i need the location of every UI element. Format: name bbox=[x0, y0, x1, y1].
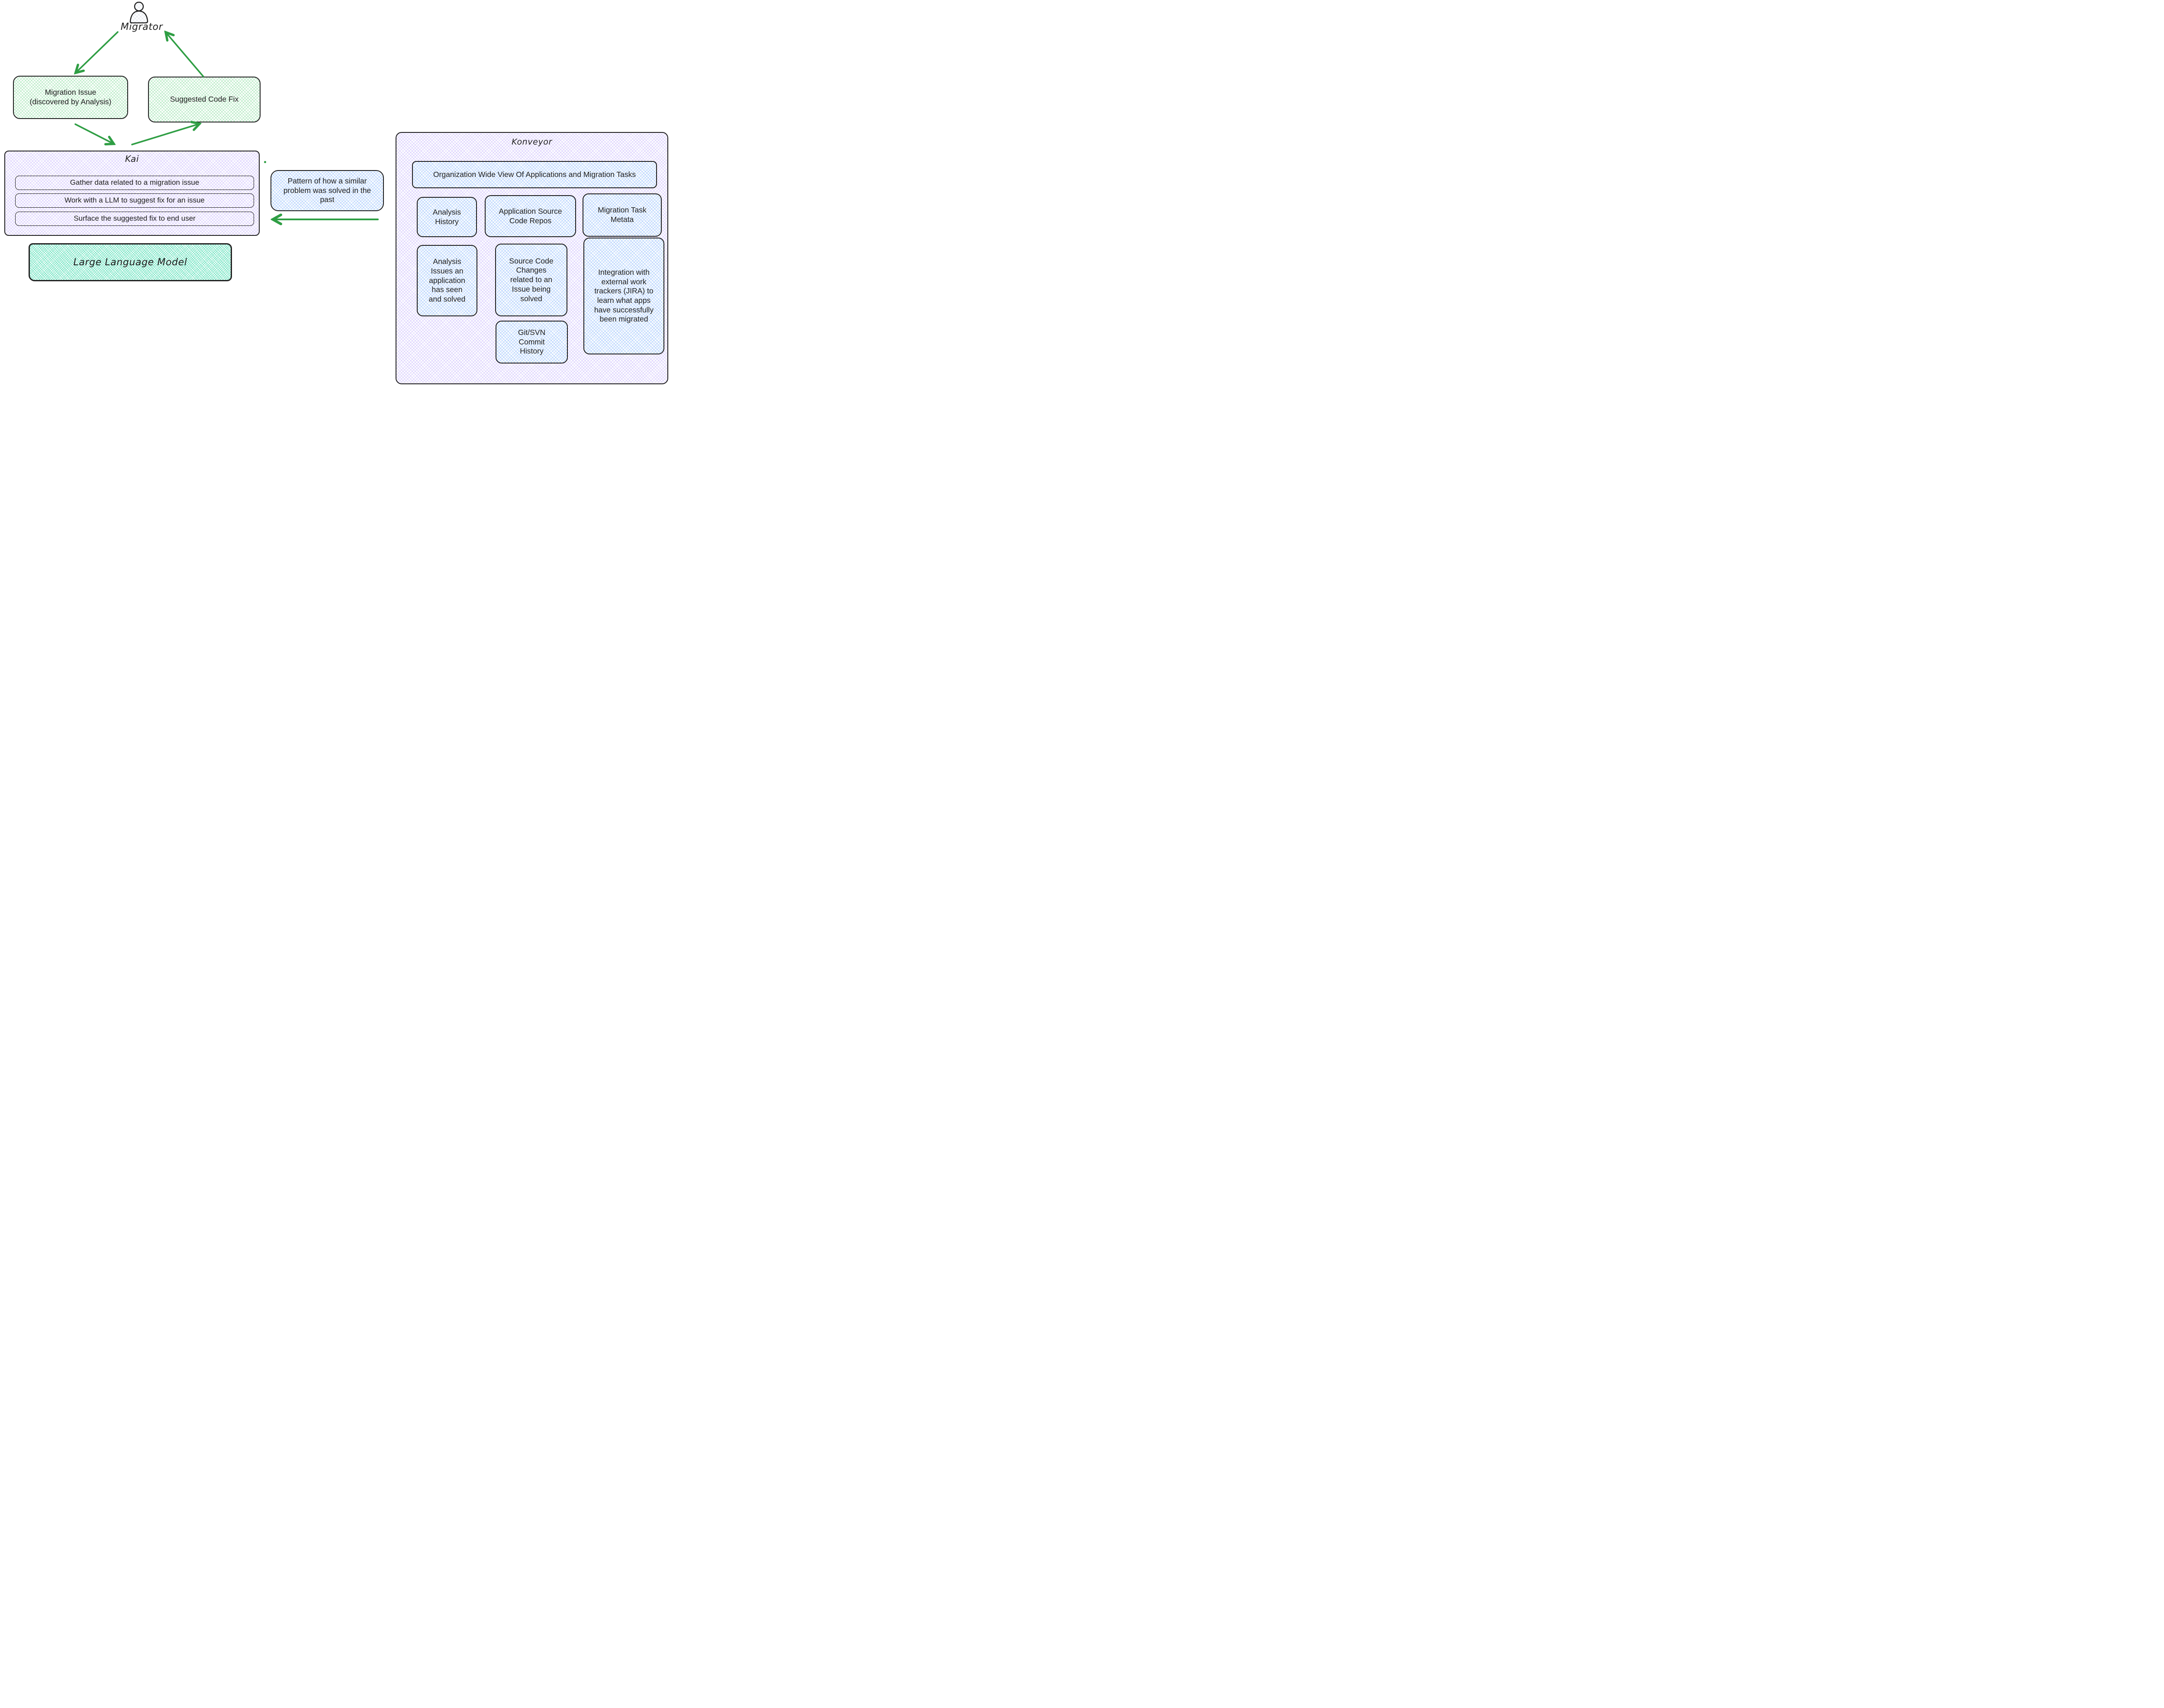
kai-container: Kai Gather data related to a migration i… bbox=[4, 151, 260, 236]
arrow-suggested-fix-to-migrator bbox=[167, 33, 204, 77]
migration-issue-label: Migration Issue (discovered by Analysis) bbox=[29, 88, 112, 106]
analysis-issues-label: Analysis Issues an application has seen … bbox=[428, 257, 466, 304]
app-source-code-repos-label: Application Source Code Repos bbox=[499, 206, 562, 225]
arrow-kai-to-suggested-fix bbox=[131, 124, 198, 145]
kai-item-gather-data: Gather data related to a migration issue bbox=[15, 176, 254, 190]
person-head bbox=[134, 2, 144, 12]
arrow-migrator-to-migration-issue bbox=[77, 31, 119, 72]
kai-item-label: Gather data related to a migration issue bbox=[70, 178, 200, 187]
app-source-code-repos-box: Application Source Code Repos bbox=[485, 195, 576, 237]
pattern-box: Pattern of how a similar problem was sol… bbox=[270, 170, 384, 211]
diagram-canvas: Migrator Migration Issue (discovered by … bbox=[0, 0, 670, 386]
integration-work-trackers-box: Integration with external work trackers … bbox=[583, 238, 664, 354]
konveyor-container: Konveyor Organization Wide View Of Appli… bbox=[396, 132, 668, 384]
kai-item-label: Surface the suggested fix to end user bbox=[74, 214, 196, 223]
kai-title: Kai bbox=[125, 154, 139, 164]
llm-box: Large Language Model bbox=[29, 243, 232, 281]
source-code-changes-label: Source Code Changes related to an Issue … bbox=[509, 256, 554, 303]
migration-task-meta-label: Migration Task Metata bbox=[598, 206, 647, 224]
org-wide-view-box: Organization Wide View Of Applications a… bbox=[412, 161, 657, 188]
person-body bbox=[129, 10, 148, 23]
analysis-history-box: Analysis History bbox=[417, 197, 477, 237]
person-icon bbox=[129, 2, 148, 23]
source-code-changes-box: Source Code Changes related to an Issue … bbox=[495, 244, 567, 316]
org-wide-view-label: Organization Wide View Of Applications a… bbox=[433, 170, 636, 179]
git-svn-commit-history-box: Git/SVN Commit History bbox=[496, 321, 568, 363]
kai-item-label: Work with a LLM to suggest fix for an is… bbox=[64, 196, 205, 205]
suggested-code-fix-box: Suggested Code Fix bbox=[148, 77, 261, 122]
suggested-code-fix-label: Suggested Code Fix bbox=[170, 95, 239, 104]
migrator-label: Migrator bbox=[120, 22, 163, 32]
analysis-history-label: Analysis History bbox=[432, 207, 461, 226]
integration-work-trackers-label: Integration with external work trackers … bbox=[594, 267, 654, 324]
git-svn-commit-history-label: Git/SVN Commit History bbox=[518, 328, 546, 356]
kai-item-surface-fix: Surface the suggested fix to end user bbox=[15, 212, 254, 226]
stray-green-dot bbox=[264, 161, 266, 163]
konveyor-title: Konveyor bbox=[512, 137, 552, 147]
arrow-migration-issue-to-kai bbox=[74, 123, 113, 143]
analysis-issues-box: Analysis Issues an application has seen … bbox=[417, 245, 477, 316]
pattern-label: Pattern of how a similar problem was sol… bbox=[283, 176, 371, 204]
kai-item-work-with-llm: Work with a LLM to suggest fix for an is… bbox=[15, 193, 254, 208]
migration-task-meta-box: Migration Task Metata bbox=[583, 193, 662, 237]
migration-issue-box: Migration Issue (discovered by Analysis) bbox=[13, 76, 128, 119]
llm-label: Large Language Model bbox=[73, 257, 187, 268]
